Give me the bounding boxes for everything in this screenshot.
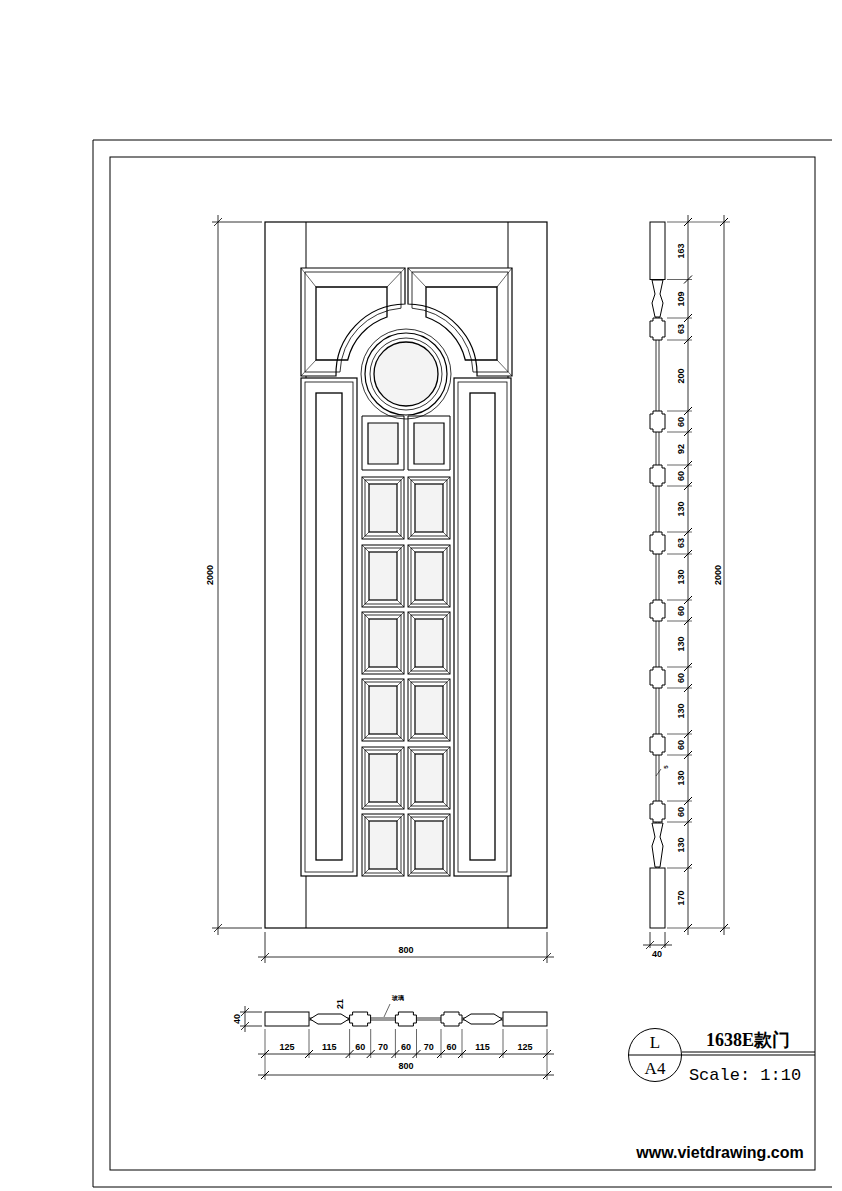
dimension-label: 60 [677, 416, 686, 426]
dimension-label: 70 [378, 1043, 388, 1052]
dimension-label: 130 [677, 770, 686, 785]
dimension-label: 130 [677, 501, 686, 516]
dimension-label: 170 [677, 890, 686, 905]
dimension-label: 60 [677, 605, 686, 615]
dimension-label: 60 [677, 806, 686, 816]
dimension-label: 40 [652, 950, 662, 959]
dimension-label: 130 [677, 569, 686, 584]
dimension-label: 40 [233, 1014, 242, 1024]
dimension-label: 60 [677, 739, 686, 749]
sheet-text: A4 [645, 1060, 666, 1077]
drawing-title: 1638E款门 [706, 1031, 790, 1049]
material-label: 玻璃 [392, 995, 404, 1001]
watermark: www.vietdrawing.com [636, 1145, 803, 1161]
dimension-label: 2000 [714, 565, 723, 585]
dimension-label: 130 [677, 703, 686, 718]
dimension-label: 200 [677, 368, 686, 383]
dimension-label: 60 [677, 470, 686, 480]
scale-note: Scale: 1:10 [689, 1067, 801, 1084]
dimension-label: 109 [677, 291, 686, 306]
dimension-label: 21 [336, 999, 345, 1009]
dimension-label: 800 [398, 946, 413, 955]
sheet-text: L [650, 1034, 660, 1051]
dimension-label: 60 [355, 1043, 365, 1052]
dimension-label: 60 [401, 1043, 411, 1052]
dimension-label: 800 [398, 1062, 413, 1071]
dimension-label: 2000 [206, 565, 215, 585]
dimension-label: 125 [517, 1043, 532, 1052]
dimension-label: 130 [677, 837, 686, 852]
dimension-label: 63 [677, 324, 686, 334]
dimension-label: 163 [677, 243, 686, 258]
dimension-label: 92 [677, 443, 686, 453]
dimension-label: 70 [424, 1043, 434, 1052]
dimension-label: 60 [446, 1043, 456, 1052]
note-label: 5 [663, 765, 669, 768]
dimension-label: 115 [475, 1043, 490, 1052]
dimension-label: 63 [677, 538, 686, 548]
dimension-label: 60 [677, 672, 686, 682]
dimension-label: 125 [279, 1043, 294, 1052]
dimension-label: 115 [322, 1043, 337, 1052]
sheet-circle: L A4 [628, 1028, 682, 1082]
dimension-label: 130 [677, 636, 686, 651]
